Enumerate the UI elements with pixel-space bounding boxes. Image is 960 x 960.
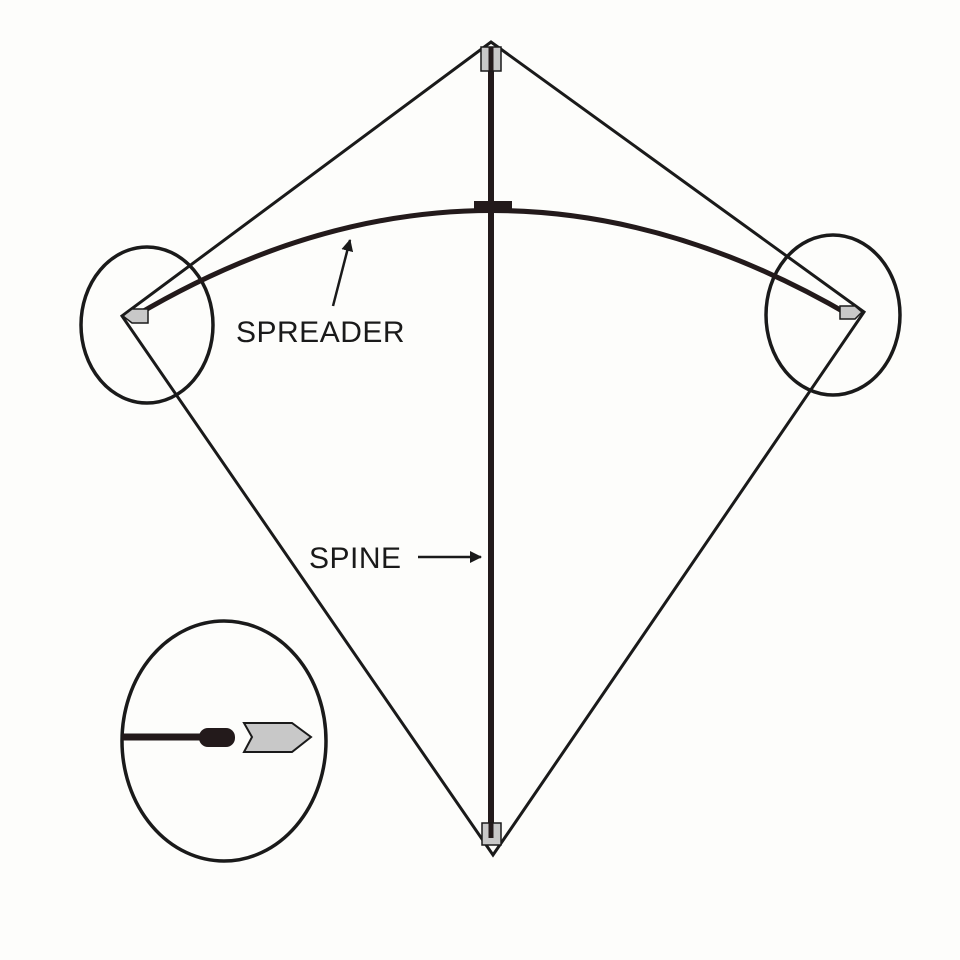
left-tip-fitting: [121, 308, 149, 324]
inset-rod-cap: [199, 728, 235, 747]
right-tip-fitting: [839, 305, 864, 320]
left-tip-detail-circle: [79, 245, 215, 405]
inset-detail-circle: [120, 619, 328, 863]
cross-connector: [474, 201, 512, 211]
inset-tip-fitting: [242, 722, 313, 753]
spreader-label: SPREADER: [236, 316, 405, 349]
spine-label: SPINE: [309, 542, 402, 575]
kite-sail-outline: [119, 40, 867, 858]
right-tip-detail-circle: [764, 233, 902, 397]
spreader-arrow: [331, 239, 354, 307]
